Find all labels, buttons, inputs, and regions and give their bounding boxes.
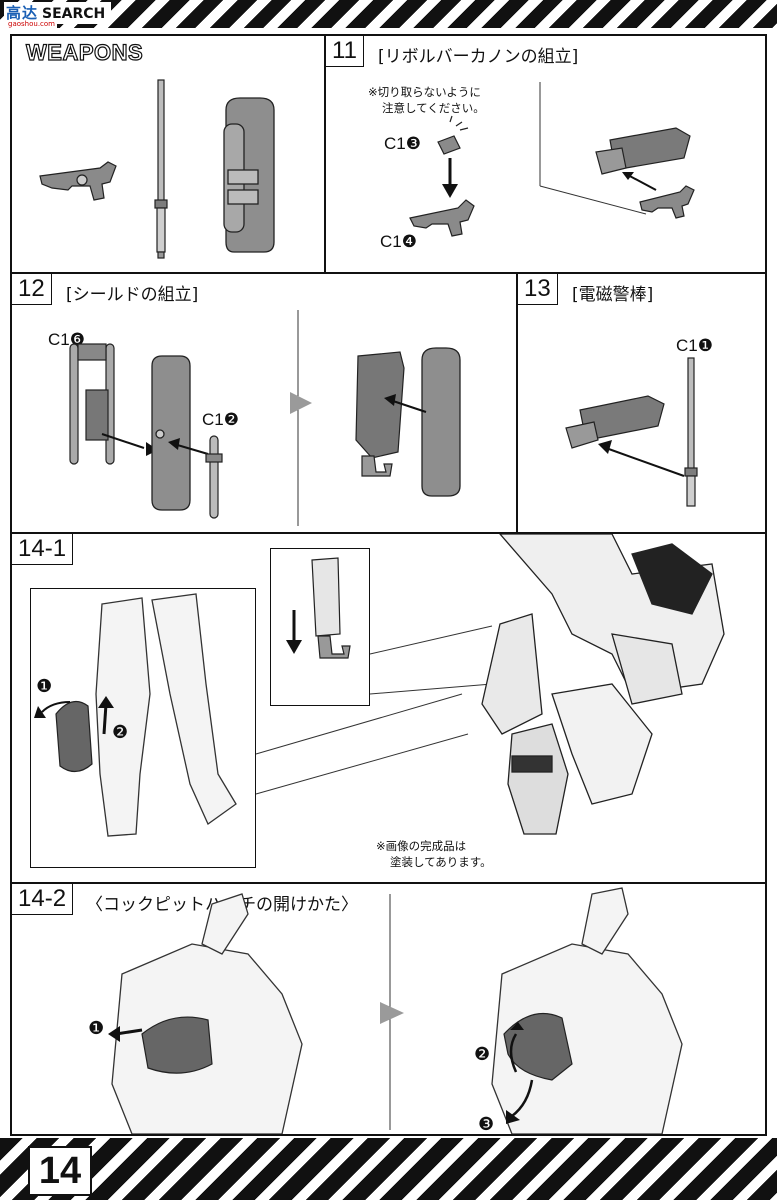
step11-part-c1-4: C1❹ — [380, 232, 417, 251]
arrow-icon — [168, 438, 209, 455]
step11-note: ※切り取らないように 注意してください。 — [368, 84, 485, 116]
arrow-icon — [108, 1026, 143, 1042]
page-number: 14 — [28, 1146, 92, 1196]
step14-2-marker-3: ❸ — [478, 1114, 495, 1135]
pin-part-icon — [205, 435, 223, 519]
shield-icon — [223, 97, 275, 253]
robot-torso-icon — [491, 887, 683, 1134]
arrow-down-icon — [286, 610, 302, 654]
arrow-icon — [622, 172, 657, 191]
revolver-icon — [39, 161, 117, 201]
legs-icon — [95, 593, 237, 837]
step14-1-note-line2: 塗装してあります。 — [390, 855, 492, 869]
arm-icon — [355, 351, 405, 477]
step12-part-c1-2: C1❷ — [202, 410, 239, 429]
bottom-hazard-stripe — [0, 1138, 777, 1200]
baton-icon — [154, 79, 168, 259]
hatch-open-icon — [503, 1012, 573, 1081]
hatch-icon — [55, 700, 93, 773]
baton-icon — [684, 357, 698, 507]
step14-2-illustration — [108, 887, 683, 1134]
step14-1-marker-1: ❶ — [36, 676, 53, 697]
step13-number: 13 — [518, 274, 558, 305]
step14-2-marker-1: ❶ — [88, 1018, 105, 1039]
shield-frame-icon — [69, 343, 115, 465]
step11-note-line2: 注意してください。 — [382, 101, 485, 115]
logo-url: gaoshou.com — [6, 20, 57, 28]
step14-2-number: 14-2 — [12, 884, 74, 915]
arrow-icon — [34, 696, 114, 735]
top-hazard-stripe — [0, 0, 777, 28]
step14-1-marker-2: ❷ — [112, 722, 129, 743]
arm-icon — [595, 127, 691, 175]
arm-icon — [565, 395, 665, 449]
step12-title: [シールドの組立] — [66, 285, 199, 305]
weapons-title: WEAPONS — [25, 39, 144, 65]
arrow-icon — [598, 440, 685, 477]
step14-1-number: 14-1 — [12, 534, 74, 565]
revolver-icon — [409, 199, 475, 237]
logo-search-text: SEARCH — [42, 6, 106, 22]
step14-1-note-line1: ※画像の完成品は — [376, 839, 467, 853]
step14-1-note: ※画像の完成品は 塗装してあります。 — [376, 838, 492, 870]
robot-photo — [481, 534, 725, 835]
step11-panel — [324, 34, 767, 274]
step13-part-c1-1: C1❶ — [676, 336, 713, 355]
robot-torso-icon — [111, 893, 303, 1134]
weapons-illustration — [39, 79, 275, 259]
foot-icon — [311, 557, 351, 659]
arrow-icon — [506, 1022, 534, 1124]
step12-number: 12 — [12, 274, 52, 305]
hatch-icon — [141, 1016, 213, 1074]
step11-number: 11 — [326, 36, 364, 67]
logo-text: 高达 — [6, 4, 39, 22]
step13-title: [電磁警棒] — [572, 285, 654, 305]
step13-illustration — [565, 357, 698, 507]
arrow-down-icon — [442, 158, 458, 198]
shield-icon — [421, 347, 461, 497]
arrow-icon — [384, 394, 427, 413]
step14-2-marker-2: ❷ — [474, 1044, 491, 1065]
cylinder-part-icon — [437, 115, 469, 155]
step11-illustration — [409, 82, 695, 237]
step12-illustration — [69, 310, 461, 526]
step11-note-line1: ※切り取らないように — [368, 85, 481, 99]
step14-1-illustration — [34, 534, 725, 837]
step11-part-c1-3: C1❸ — [384, 134, 421, 153]
next-step-arrow-icon — [290, 392, 312, 414]
revolver-icon — [639, 185, 695, 219]
step11-title: [リボルバーカノンの組立] — [378, 47, 579, 67]
shield-icon — [151, 355, 191, 511]
next-step-arrow-icon — [380, 1002, 404, 1024]
